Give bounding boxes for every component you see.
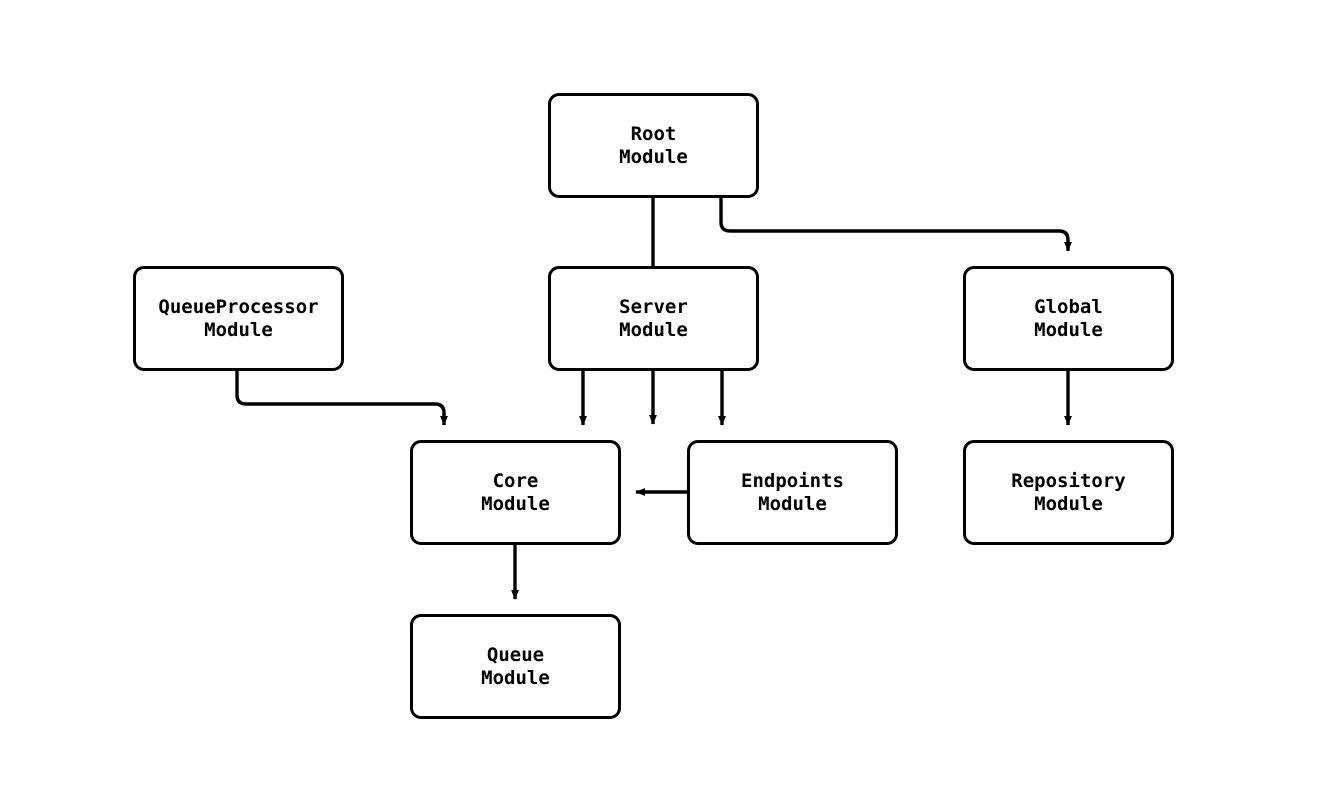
node-server-label: Server Module bbox=[619, 295, 688, 341]
node-queue[interactable]: Queue Module bbox=[410, 614, 621, 719]
node-queueprocessor[interactable]: QueueProcessor Module bbox=[133, 266, 344, 371]
node-repository-label: Repository Module bbox=[1011, 469, 1126, 515]
node-global-label: Global Module bbox=[1034, 295, 1103, 341]
node-root-label: Root Module bbox=[619, 122, 688, 168]
node-queueprocessor-label: QueueProcessor Module bbox=[158, 295, 319, 341]
node-server[interactable]: Server Module bbox=[548, 266, 759, 371]
node-endpoints[interactable]: Endpoints Module bbox=[687, 440, 898, 545]
edge-queueprocessor-to-core bbox=[235, 371, 448, 426]
node-core[interactable]: Core Module bbox=[410, 440, 621, 545]
node-core-label: Core Module bbox=[481, 469, 550, 515]
node-queue-label: Queue Module bbox=[481, 643, 550, 689]
node-endpoints-label: Endpoints Module bbox=[741, 469, 844, 515]
edge-root-to-global bbox=[719, 198, 1072, 252]
node-root[interactable]: Root Module bbox=[548, 93, 759, 198]
node-repository[interactable]: Repository Module bbox=[963, 440, 1174, 545]
node-global[interactable]: Global Module bbox=[963, 266, 1174, 371]
